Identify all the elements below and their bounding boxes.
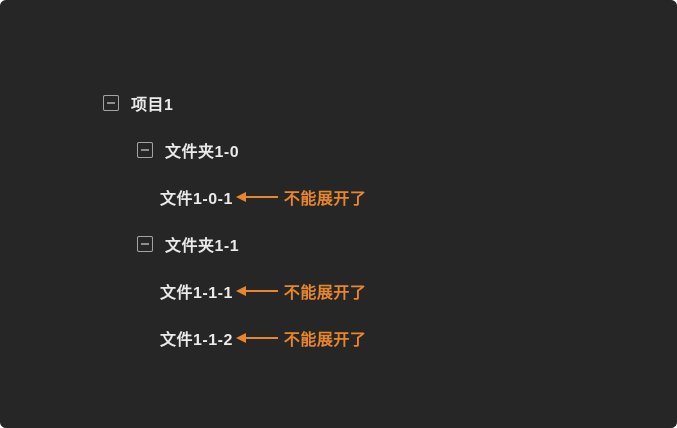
tree-node-row: 文件1-0-1 不能展开了 bbox=[0, 181, 677, 213]
tree-node-label[interactable]: 文件1-1-1 bbox=[160, 285, 233, 302]
tree-node-label[interactable]: 文件夹1-1 bbox=[165, 238, 240, 255]
minus-glyph bbox=[107, 102, 115, 104]
tree-node-label[interactable]: 文件1-0-1 bbox=[160, 191, 233, 208]
tree-node-row: 文件1-1-1 不能展开了 bbox=[0, 275, 677, 307]
annotation-label: 不能展开了 bbox=[283, 332, 367, 349]
arrow-shaft bbox=[245, 336, 278, 340]
collapse-minus-square-icon[interactable] bbox=[137, 236, 153, 252]
left-arrow-icon bbox=[235, 286, 278, 296]
tree-node-row: 文件夹1-0 bbox=[0, 134, 677, 166]
tree-node-label[interactable]: 文件夹1-0 bbox=[165, 144, 240, 161]
arrowhead bbox=[235, 286, 246, 296]
arrowhead bbox=[235, 192, 246, 202]
collapse-minus-square-icon[interactable] bbox=[103, 95, 119, 111]
annotation-label: 不能展开了 bbox=[283, 285, 367, 302]
tree-node-label[interactable]: 文件1-1-2 bbox=[160, 332, 233, 349]
tree-node-row: 文件夹1-1 bbox=[0, 228, 677, 260]
arrow-shaft bbox=[245, 195, 278, 199]
minus-glyph bbox=[141, 243, 149, 245]
left-arrow-icon bbox=[235, 192, 278, 202]
arrow-shaft bbox=[245, 289, 278, 293]
minus-glyph bbox=[141, 149, 149, 151]
tree-node-row: 项目1 bbox=[0, 87, 677, 119]
annotation-label: 不能展开了 bbox=[283, 191, 367, 208]
left-arrow-icon bbox=[235, 333, 278, 343]
arrowhead bbox=[235, 333, 246, 343]
tree-node-row: 文件1-1-2 不能展开了 bbox=[0, 322, 677, 354]
collapse-minus-square-icon[interactable] bbox=[137, 142, 153, 158]
tree-node-label[interactable]: 项目1 bbox=[131, 97, 174, 114]
